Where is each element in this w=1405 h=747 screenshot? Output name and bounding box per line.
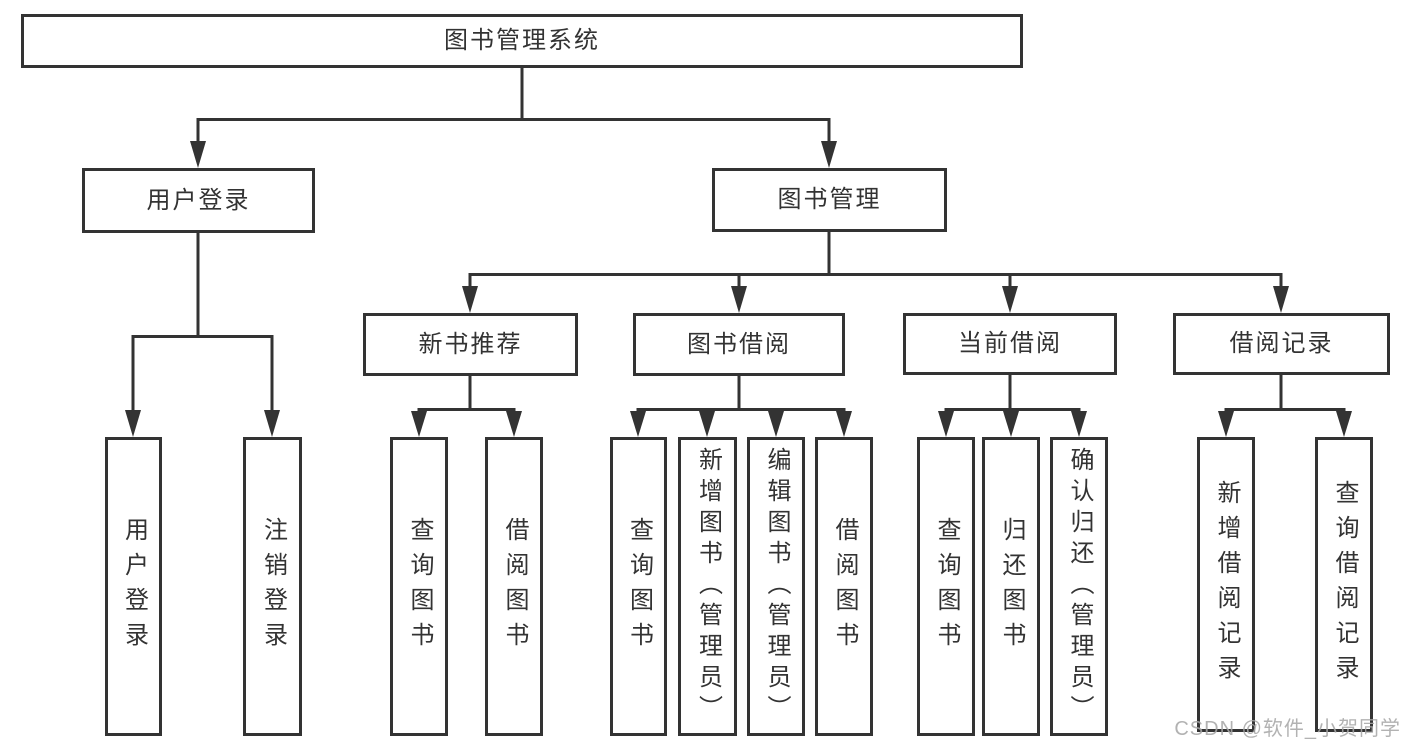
node-label: 查询图书 [625,516,653,657]
node-label: 查询借阅记录 [1331,479,1358,690]
arrowheads [125,141,1352,437]
leaf-query-books-recommend: 查询图书 [390,437,448,736]
node-label: 借阅图书 [831,516,858,657]
leaf-edit-books-admin: 编辑图书（管理员） [747,437,805,736]
node-label: 当前借阅 [958,330,1062,357]
node-label: 新书推荐 [418,330,523,358]
node-label: 图书借阅 [687,330,791,358]
leaf-add-books-admin: 新增图书（管理员） [678,437,737,736]
leaf-query-books-current: 查询图书 [917,437,975,736]
node-label: 图书管理系统 [444,27,600,54]
leaf-return-books: 归还图书 [982,437,1040,736]
node-label: 借阅图书 [501,516,528,657]
node-label: 查询图书 [933,516,960,657]
connector-recommend-to-leaves [417,376,516,420]
node-new-book-recommend: 新书推荐 [363,313,578,376]
node-label: 确认归还（管理员） [1066,447,1093,726]
node-user-login: 用户登录 [82,168,315,233]
connector-records-to-leaves [1224,375,1346,420]
leaf-logout: 注销登录 [243,437,302,736]
node-book-borrowing: 图书借阅 [633,313,845,376]
leaf-add-borrow-record: 新增借阅记录 [1197,437,1255,732]
node-label: 编辑图书（管理员） [763,447,790,726]
node-current-borrowing: 当前借阅 [903,313,1117,375]
connector-bookmgmt-to-level3 [468,232,1283,294]
leaf-borrow-books-borrow: 借阅图书 [815,437,873,736]
node-label: 借阅记录 [1229,330,1334,357]
node-borrowing-records: 借阅记录 [1173,313,1390,375]
node-library-management-system: 图书管理系统 [21,14,1023,68]
node-label: 用户登录 [146,186,251,214]
node-label: 新增借阅记录 [1213,479,1240,690]
connector-borrow-to-leaves [636,376,846,420]
leaf-query-books-borrow: 查询图书 [610,437,667,736]
node-book-management: 图书管理 [712,168,947,232]
node-label: 归还图书 [998,516,1025,657]
node-label: 查询图书 [406,516,433,657]
leaf-borrow-books-recommend: 借阅图书 [485,437,543,736]
node-label: 新增图书（管理员） [694,447,722,726]
node-label: 用户登录 [120,516,148,657]
csdn-watermark: CSDN @软件_小贺同学 [1174,718,1401,740]
connector-userlogin-to-leaves [131,233,274,418]
connector-root-to-level2 [196,68,831,148]
leaf-query-borrow-record: 查询借阅记录 [1315,437,1373,732]
leaf-confirm-return-admin: 确认归还（管理员） [1050,437,1108,736]
node-label: 注销登录 [259,516,287,657]
leaf-user-login: 用户登录 [105,437,162,736]
node-label: 图书管理 [777,186,882,213]
